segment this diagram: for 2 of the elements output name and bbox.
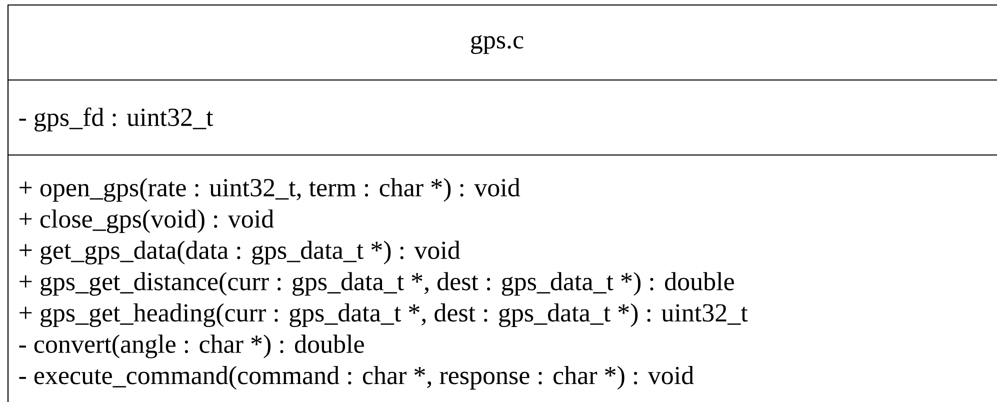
method-compartment: + open_gps(rate : uint32_t, term : char *) : void + close_gps(void) : void + get_gps_data(data : gps_data_t *) : void + gps_get_distance(curr : gps_data_t *, dest : gps_data_t *) : double + gps_get_heading(curr : gps_data_t *, dest : gps_data_t *) : uint32_t - convert(angle : char *) : double - execute_command(command : char *, response : char *) : void [8, 154, 997, 390]
attribute-compartment: - gps_fd : uint32_t [8, 79, 997, 132]
